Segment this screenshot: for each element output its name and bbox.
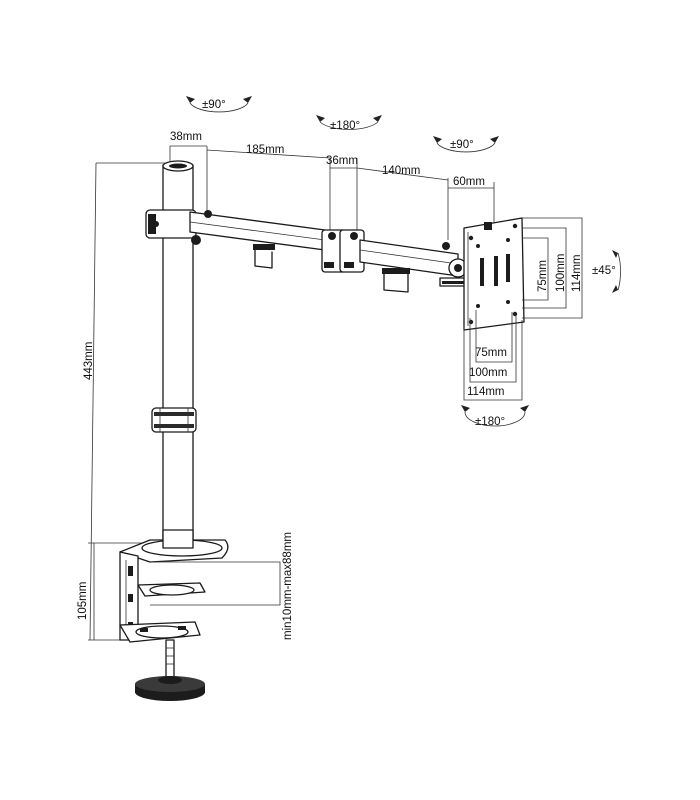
vesa-h114-label: 114mm xyxy=(467,386,505,398)
rotation-arrow-icon-head xyxy=(433,136,499,153)
pole-height-label: 443mm xyxy=(83,342,95,380)
head-rotation-label: ±90° xyxy=(450,139,474,151)
tilt-head xyxy=(439,258,468,287)
vesa-rotation-label: ±180° xyxy=(475,416,505,428)
arm-mount-collar xyxy=(145,209,197,239)
arm-section-1 xyxy=(189,210,341,269)
tilt-arrow-icon xyxy=(612,250,621,293)
base-rotation-label: ±90° xyxy=(202,99,226,111)
clamp-height-label: 105mm xyxy=(77,582,89,620)
arm-dimension-lines xyxy=(169,145,495,240)
arm-segment-label-1: 38mm xyxy=(170,131,202,143)
vesa-v100-label: 100mm xyxy=(555,254,567,292)
clamp-knob[interactable] xyxy=(135,676,205,701)
vesa-h75-label: 75mm xyxy=(475,347,507,359)
rotation-arrow-icon-base xyxy=(186,96,252,113)
desk-edge xyxy=(150,561,281,606)
vesa-v75-label: 75mm xyxy=(537,260,549,292)
vesa-v114-label: 114mm xyxy=(571,255,583,293)
rotation-arrow-icon-joint xyxy=(316,115,382,130)
arm-segment-label-4: 140mm xyxy=(382,165,420,177)
arm-segment-label-5: 60mm xyxy=(453,176,485,188)
joint-rotation-label: ±180° xyxy=(330,120,360,132)
vesa-dimension-lines xyxy=(463,217,583,401)
clamp-body xyxy=(119,551,206,643)
tilt-label: ±45° xyxy=(592,265,616,277)
height-dimension-lines xyxy=(88,162,165,641)
base-plate xyxy=(119,529,229,563)
rotation-arrow-icon-vesa xyxy=(461,405,529,427)
height-collar xyxy=(151,407,197,433)
clamp-screw xyxy=(165,639,175,681)
vesa-h100-label: 100mm xyxy=(469,367,507,379)
arm-joint xyxy=(321,229,365,273)
desk-thickness-label: min10mm-max88mm xyxy=(282,532,294,640)
vesa-plate xyxy=(463,217,525,331)
arm-segment-label-3: 36mm xyxy=(326,155,358,167)
arm-segment-label-2: 185mm xyxy=(246,144,284,156)
